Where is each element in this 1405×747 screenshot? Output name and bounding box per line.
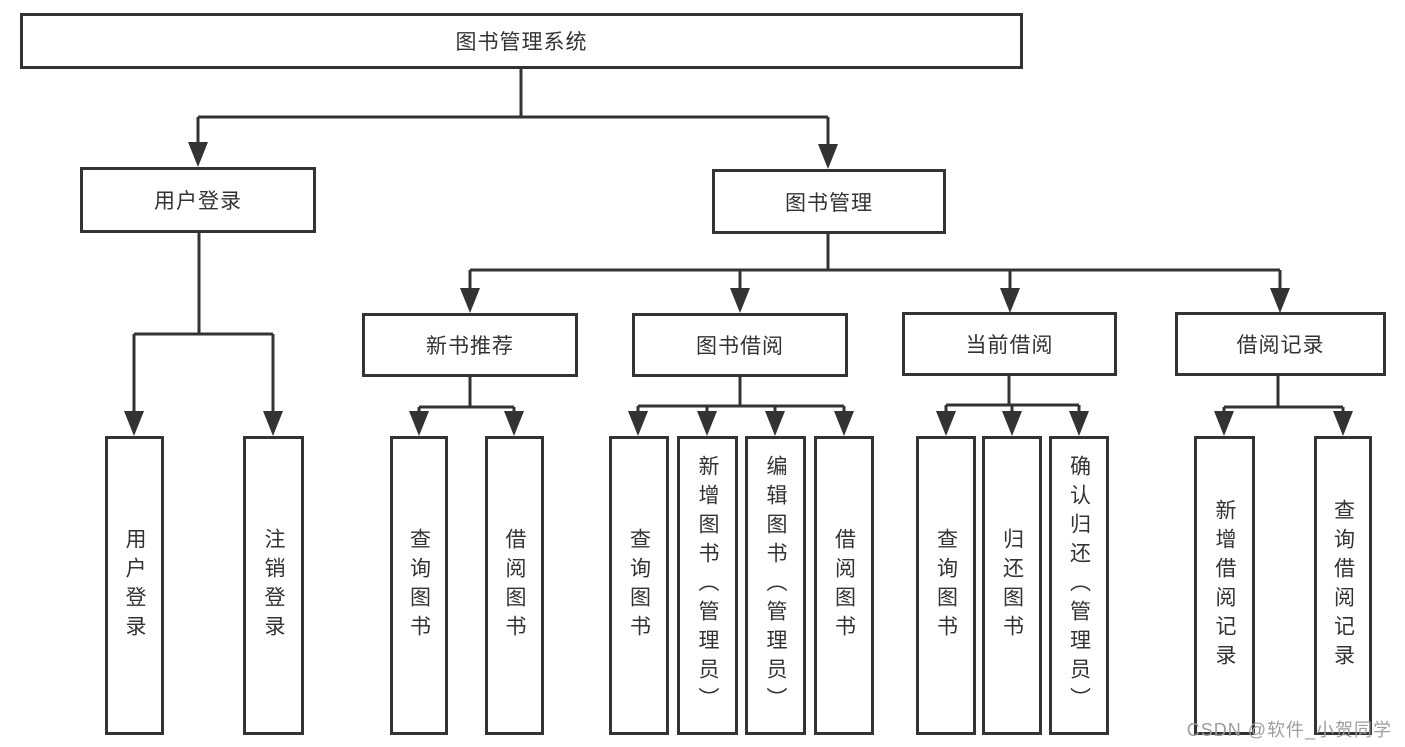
leaf-return-books-label: 归还图书 [1000,527,1024,644]
arrowhead-down-icon [504,411,524,436]
leaf-borrow-books: 借阅图书 [814,436,874,735]
leaf-query-books-borrowing: 查询图书 [609,436,669,735]
node-new-book-recommendation: 新书推荐 [362,313,578,377]
node-book-management: 图书管理 [712,169,946,234]
leaf-user-login-label: 用户登录 [123,527,146,644]
leaf-return-books: 归还图书 [982,436,1042,735]
arrowhead-down-icon [409,411,429,436]
arrowhead-down-icon [124,411,144,436]
arrowhead-down-icon [818,144,838,169]
node-library-management-system: 图书管理系统 [20,13,1023,69]
node-borrowing-records: 借阅记录 [1175,312,1386,376]
arrowhead-down-icon [1069,411,1089,436]
arrowhead-down-icon [628,411,648,436]
node-book-borrowing: 图书借阅 [632,313,848,377]
arrowhead-down-icon [1000,288,1020,313]
leaf-query-books-borrowing-label: 查询图书 [627,527,651,644]
arrowhead-down-icon [765,411,785,436]
leaf-query-borrow-record-label: 查询借阅记录 [1331,498,1355,673]
leaf-confirm-return-admin: 确认归还（管理员） [1049,436,1109,735]
arrowhead-down-icon [1270,288,1290,313]
leaf-borrow-books-recommend-label: 借阅图书 [503,527,526,644]
leaf-add-borrow-record-label: 新增借阅记录 [1213,498,1236,673]
arrowhead-down-icon [1333,411,1353,436]
leaf-query-books-current: 查询图书 [916,436,976,735]
leaf-logout: 注销登录 [243,436,304,735]
leaf-borrow-books-label: 借阅图书 [832,527,856,644]
leaf-confirm-return-admin-label: 确认归还（管理员） [1067,455,1091,716]
arrowhead-down-icon [936,411,956,436]
leaf-edit-book-admin: 编辑图书（管理员） [745,436,806,735]
arrowhead-down-icon [460,288,480,313]
leaf-add-book-admin: 新增图书（管理员） [677,436,738,735]
leaf-add-borrow-record: 新增借阅记录 [1194,436,1255,735]
leaf-add-book-admin-label: 新增图书（管理员） [696,455,719,716]
arrowhead-down-icon [730,288,750,313]
leaf-query-books-recommend: 查询图书 [390,436,448,735]
leaf-query-books-current-label: 查询图书 [934,527,958,644]
leaf-query-borrow-record: 查询借阅记录 [1314,436,1372,735]
leaf-query-books-recommend-label: 查询图书 [407,527,431,644]
arrowhead-down-icon [1002,411,1022,436]
arrowhead-down-icon [188,142,208,167]
csdn-watermark: CSDN @软件_小贺同学 [1186,720,1392,740]
node-current-borrowing: 当前借阅 [902,312,1117,376]
node-user-login: 用户登录 [80,167,316,233]
arrowhead-down-icon [834,411,854,436]
arrowhead-down-icon [1214,411,1234,436]
leaf-logout-label: 注销登录 [262,527,285,644]
arrowhead-down-icon [263,411,283,436]
leaf-borrow-books-recommend: 借阅图书 [485,436,544,735]
leaf-edit-book-admin-label: 编辑图书（管理员） [764,455,787,716]
arrowhead-down-icon [697,411,717,436]
leaf-user-login: 用户登录 [105,436,164,735]
